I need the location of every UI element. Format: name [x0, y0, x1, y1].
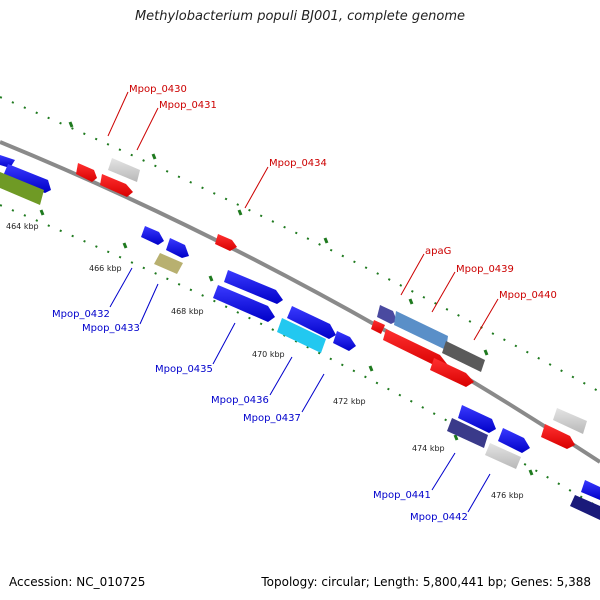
scale-label: 472 kbp — [333, 397, 366, 406]
callout-lines — [107, 91, 499, 513]
gene-label-mpop-0433[interactable]: Mpop_0433 — [82, 323, 140, 334]
outer-major-ticks — [68, 121, 489, 356]
gene-red-mpop-0434[interactable] — [215, 234, 237, 251]
gene-red-mpop-0430[interactable] — [76, 163, 97, 182]
scale-label: 476 kbp — [491, 491, 524, 500]
gene-label-mpop-0436[interactable]: Mpop_0436 — [211, 395, 269, 406]
gene-olive-left[interactable] — [0, 172, 44, 205]
scale-labels: 464 kbp 466 kbp 468 kbp 470 kbp 472 kbp … — [6, 222, 524, 500]
gene-steelblue-apag[interactable] — [394, 311, 448, 350]
gene-label-mpop-0442[interactable]: Mpop_0442 — [410, 512, 468, 523]
scale-label: 470 kbp — [252, 350, 285, 359]
gene-label-mpop-0440[interactable]: Mpop_0440 — [499, 290, 557, 301]
gene-red-0440b[interactable] — [430, 358, 474, 387]
gene-label-mpop-0439[interactable]: Mpop_0439 — [456, 264, 514, 275]
gene-blue-0437b[interactable] — [333, 331, 356, 351]
outer-genes — [76, 158, 587, 449]
outer-tick-ring — [0, 96, 600, 393]
gene-khaki-mpop-0433[interactable] — [154, 253, 183, 274]
scale-label: 464 kbp — [6, 222, 39, 231]
gene-label-apag[interactable]: apaG — [425, 246, 451, 257]
gene-label-mpop-0430[interactable]: Mpop_0430 — [129, 84, 187, 95]
gene-red-right-1[interactable] — [541, 424, 575, 449]
gene-label-mpop-0432[interactable]: Mpop_0432 — [52, 309, 110, 320]
accession-text: Accession: NC_010725 — [9, 575, 146, 589]
scale-label: 474 kbp — [412, 444, 445, 453]
gene-blue-left-2[interactable] — [3, 164, 51, 193]
gene-blue-mpop-0441a[interactable] — [458, 405, 496, 433]
gene-grey-mpop-0442[interactable] — [485, 443, 521, 469]
gene-label-mpop-0434[interactable]: Mpop_0434 — [269, 158, 327, 169]
gene-label-mpop-0441[interactable]: Mpop_0441 — [373, 490, 431, 501]
gene-label-mpop-0431[interactable]: Mpop_0431 — [159, 100, 217, 111]
gene-label-mpop-0435[interactable]: Mpop_0435 — [155, 364, 213, 375]
gene-navy-right-1[interactable] — [570, 495, 600, 520]
inner-genes — [0, 155, 600, 520]
gene-red-mpop-0431[interactable] — [100, 174, 133, 197]
gene-blue-left-1[interactable] — [0, 155, 15, 168]
map-title: Methylobacterium populi BJ001, complete … — [134, 9, 466, 24]
gene-blue-mpop-0435a[interactable] — [224, 270, 283, 304]
inner-tick-ring — [0, 204, 600, 509]
gene-blue-mpop-0432b[interactable] — [166, 238, 189, 258]
gene-blue-mpop-0435b[interactable] — [213, 285, 275, 322]
gene-grey-right-1[interactable] — [553, 408, 587, 434]
scale-label: 466 kbp — [89, 264, 122, 273]
gene-blue-mpop-0442a[interactable] — [498, 428, 530, 453]
scale-label: 468 kbp — [171, 307, 204, 316]
gene-cyan-mpop-0437[interactable] — [277, 318, 326, 353]
gene-purple-apag[interactable] — [377, 305, 397, 324]
gene-navy-mpop-0441b[interactable] — [447, 418, 488, 448]
gene-labels: Mpop_0430 Mpop_0431 Mpop_0434 apaG Mpop_… — [52, 84, 557, 523]
gene-blue-mpop-0436[interactable] — [287, 306, 336, 339]
gene-label-mpop-0437[interactable]: Mpop_0437 — [243, 413, 301, 424]
gene-red-mpop-0439[interactable] — [383, 329, 447, 368]
gene-red-0439[interactable] — [371, 320, 385, 334]
gene-blue-right-1[interactable] — [581, 480, 600, 500]
genome-stats-text: Topology: circular; Length: 5,800,441 bp… — [261, 575, 591, 589]
gene-grey-mpop-0431[interactable] — [108, 158, 140, 182]
gene-blue-mpop-0432a[interactable] — [141, 226, 164, 245]
gene-darkgrey-mpop-0440[interactable] — [442, 341, 485, 372]
